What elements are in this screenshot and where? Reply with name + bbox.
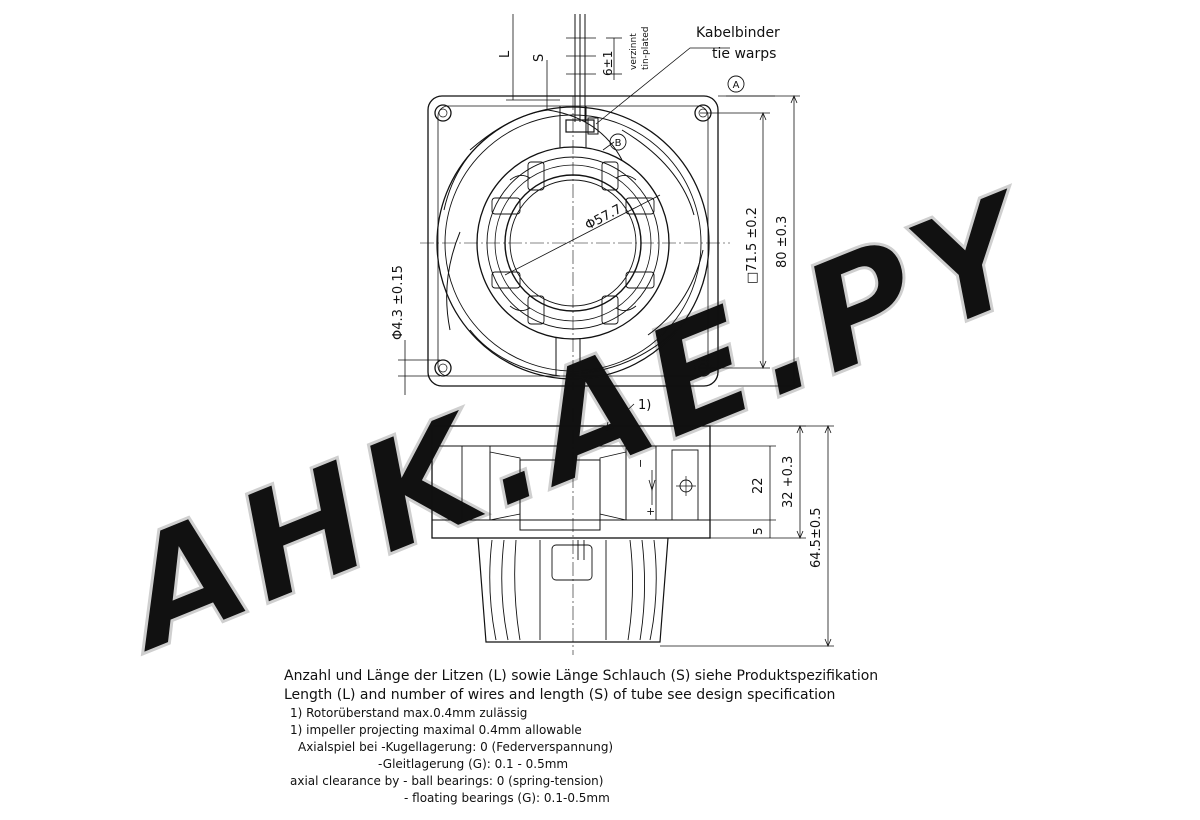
label-32: 32 +0.3	[781, 456, 796, 508]
fan-blades	[443, 109, 704, 377]
label-plus: +	[644, 507, 657, 516]
label-tin-en: tin-plated	[641, 27, 651, 71]
label-B: B	[615, 138, 622, 149]
wire-lead	[566, 14, 596, 122]
center-lines	[420, 96, 730, 390]
watermark-text: AHK.AE.PY	[91, 159, 1065, 688]
label-22: 22	[751, 477, 766, 494]
label-6: 6±1	[601, 51, 615, 76]
note1-leader	[605, 403, 635, 431]
label-dia57: Φ57.7	[583, 202, 625, 234]
note-line-6: -Gleitlagerung (G): 0.1 - 0.5mm	[378, 757, 569, 771]
label-note1: 1)	[638, 398, 651, 413]
label-minus: −	[634, 459, 647, 468]
top-view	[420, 95, 730, 390]
right-dimensions-top	[700, 94, 800, 388]
label-cable-tie-de: Kabelbinder	[696, 25, 780, 41]
label-43: Φ4.3 ±0.15	[391, 265, 406, 340]
label-tin-de: verzinnt	[629, 33, 639, 70]
circle-marker-A: A	[727, 75, 745, 93]
side-view	[431, 408, 711, 655]
note-line-5: Axialspiel bei -Kugellagerung: 0 (Federv…	[298, 740, 614, 754]
right-dimensions-side	[660, 424, 834, 648]
hub-inner	[509, 179, 637, 307]
note-line-1: Anzahl und Länge der Litzen (L) sowie Lä…	[284, 668, 879, 684]
mounting-holes	[434, 104, 712, 377]
notes-block: Anzahl und Länge der Litzen (L) sowie Lä…	[284, 667, 984, 807]
note-line-4: 1) impeller projecting maximal 0.4mm all…	[290, 723, 582, 737]
diameter-leader	[504, 194, 661, 276]
label-cable-tie-en: tie warps	[712, 46, 776, 62]
stator-slots	[491, 161, 655, 325]
label-645: 64.5±0.5	[809, 507, 824, 568]
label-71: □71.5 ±0.2	[745, 207, 760, 284]
label-80: 80 ±0.3	[775, 216, 790, 268]
label-A: A	[733, 80, 740, 91]
left-dimension-hole	[398, 340, 440, 395]
note-line-2: Length (L) and number of wires and lengt…	[284, 687, 836, 703]
circle-marker-B: B	[609, 133, 627, 151]
note-line-3: 1) Rotorüberstand max.0.4mm zulässig	[290, 706, 528, 720]
side-housing	[431, 425, 711, 539]
label-L: L	[498, 50, 513, 58]
note-line-8: - floating bearings (G): 0.1-0.5mm	[404, 791, 610, 805]
watermark: AHK.AE.PY	[89, 157, 1066, 689]
label-5: 5	[751, 527, 765, 535]
housing-struts	[555, 106, 587, 376]
label-S: S	[532, 54, 547, 62]
note-line-7: axial clearance by - ball bearings: 0 (s…	[290, 774, 604, 788]
